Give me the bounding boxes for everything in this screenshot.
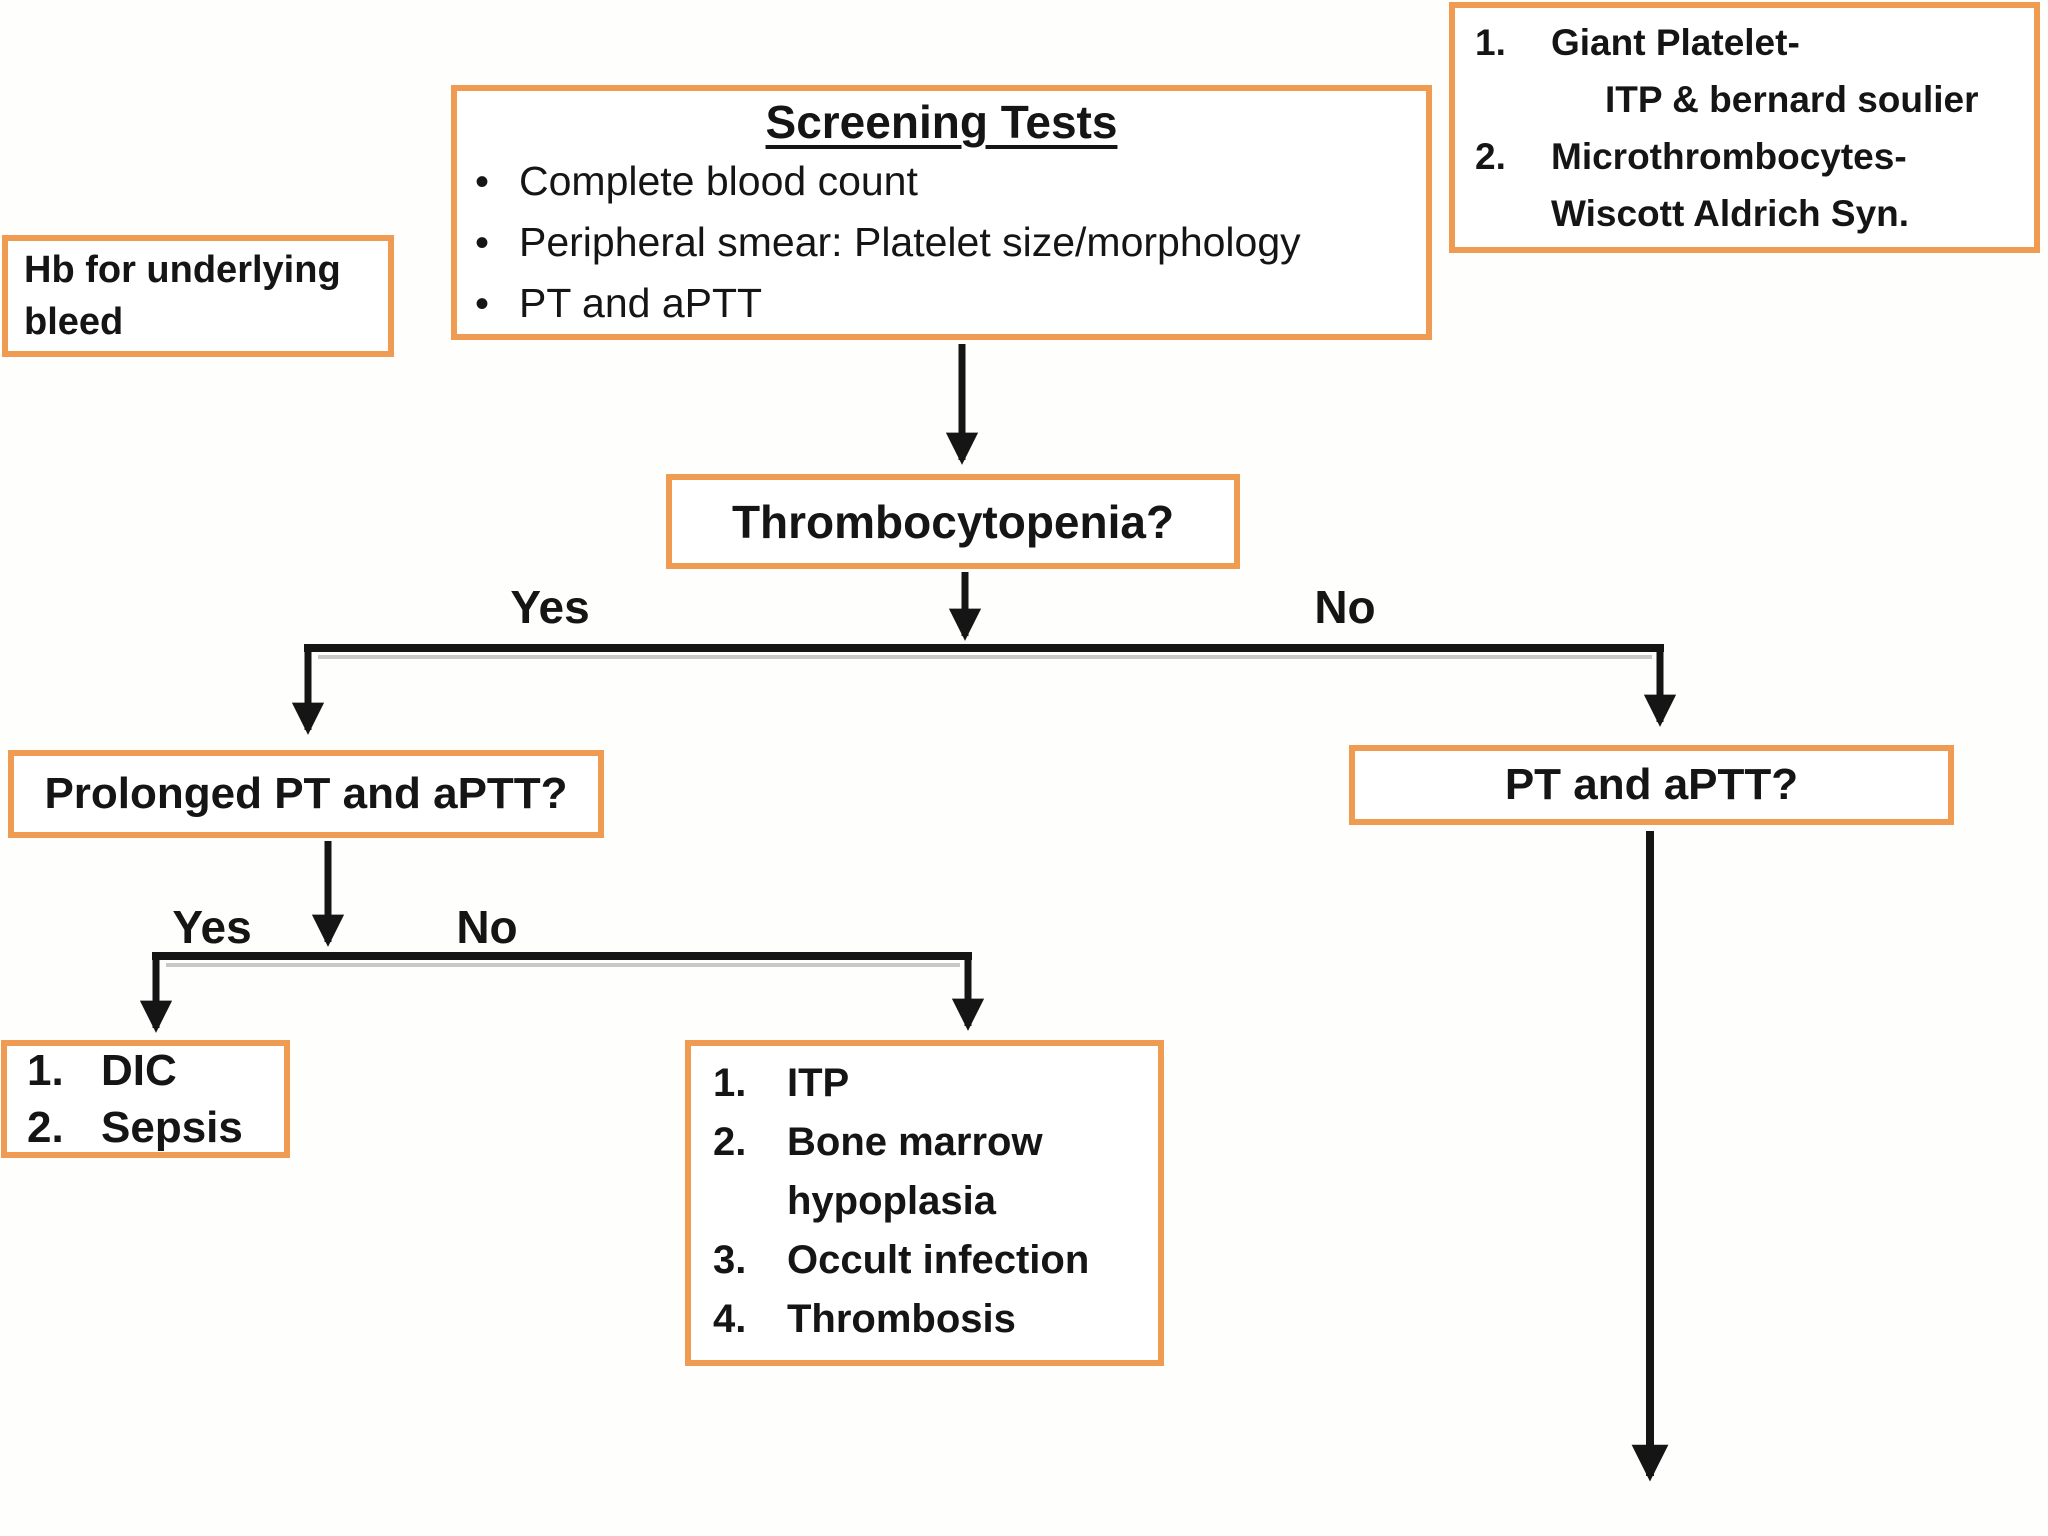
- note-line: Wiscott Aldrich Syn.: [1475, 185, 2034, 242]
- outcome-dic: DIC: [101, 1046, 177, 1095]
- branch2-no-label: No: [456, 901, 518, 953]
- list-number: 2.: [1475, 136, 1506, 177]
- screening-tests-title: Screening Tests: [765, 96, 1118, 148]
- bullet-icon: •: [475, 160, 490, 204]
- outcome-occult-infection: Occult infection: [787, 1238, 1090, 1282]
- note-microthrombocytes: Microthrombocytes-: [1551, 136, 1907, 177]
- screening-item-pt-aptt: PT and aPTT: [519, 280, 763, 326]
- dic-sepsis-outcome-box: 1. DIC 2. Sepsis: [1, 1040, 290, 1158]
- screening-item-row: • Complete blood count: [475, 151, 1408, 212]
- screening-item-row: • PT and aPTT: [475, 273, 1408, 334]
- bullet-icon: •: [475, 221, 490, 265]
- thrombocytopenia-decision-box: Thrombocytopenia?: [666, 474, 1240, 569]
- screening-item-row: • Peripheral smear: Platelet size/morpho…: [475, 212, 1408, 273]
- prolonged-pt-aptt-decision-box: Prolonged PT and aPTT?: [8, 750, 604, 838]
- outcome-itp: ITP: [787, 1061, 850, 1105]
- pt-aptt-label: PT and aPTT?: [1504, 760, 1799, 809]
- branch2-yes-label: Yes: [172, 901, 252, 953]
- branch1-no-label: No: [1314, 581, 1376, 633]
- hb-note-line2: bleed: [24, 301, 124, 343]
- outcome-line: 2. Bone marrow hypoplasia: [713, 1113, 1158, 1231]
- list-number: 1.: [27, 1046, 64, 1095]
- outcome-bone-marrow-hypoplasia: Bone marrow hypoplasia: [787, 1120, 1043, 1223]
- hb-underlying-bleed-box: Hb for underlying bleed: [2, 235, 394, 357]
- outcome-line: 4. Thrombosis: [713, 1290, 1158, 1349]
- note-line: ITP & bernard soulier: [1475, 71, 2034, 128]
- list-number: 3.: [713, 1238, 747, 1282]
- note-itp-bernard-soulier: ITP & bernard soulier: [1605, 79, 1979, 120]
- thrombocytopenia-label: Thrombocytopenia?: [731, 495, 1175, 548]
- outcome-line: 1. DIC: [27, 1042, 284, 1099]
- hb-note-line1: Hb for underlying: [24, 249, 341, 291]
- note-giant-platelet: Giant Platelet-: [1551, 22, 1800, 63]
- bullet-icon: •: [475, 282, 490, 326]
- note-line: 2. Microthrombocytes-: [1475, 128, 2034, 185]
- outcome-line: 3. Occult infection: [713, 1231, 1158, 1290]
- list-number: 4.: [713, 1297, 747, 1341]
- outcome-thrombosis: Thrombosis: [787, 1297, 1016, 1341]
- pt-aptt-decision-box: PT and aPTT?: [1349, 745, 1954, 825]
- note-wiscott-aldrich: Wiscott Aldrich Syn.: [1551, 193, 1910, 234]
- screening-item-cbc: Complete blood count: [519, 158, 918, 204]
- outcome-line: 2. Sepsis: [27, 1099, 284, 1156]
- list-number: 1.: [1475, 22, 1506, 63]
- note-line: 1. Giant Platelet-: [1475, 14, 2034, 71]
- list-number: 2.: [27, 1103, 64, 1152]
- platelet-morphology-note-box: 1. Giant Platelet- ITP & bernard soulier…: [1449, 2, 2040, 253]
- list-number: 1.: [713, 1061, 747, 1105]
- outcome-sepsis: Sepsis: [101, 1103, 243, 1152]
- outcome-line: 1. ITP: [713, 1054, 1158, 1113]
- branch1-yes-label: Yes: [510, 581, 590, 633]
- screening-tests-box: Screening Tests • Complete blood count •…: [451, 85, 1432, 340]
- itp-outcomes-box: 1. ITP 2. Bone marrow hypoplasia 3. Occu…: [685, 1040, 1164, 1366]
- prolonged-pt-aptt-label: Prolonged PT and aPTT?: [44, 769, 568, 818]
- list-number: 2.: [713, 1120, 747, 1164]
- screening-item-smear: Peripheral smear: Platelet size/morpholo…: [519, 219, 1301, 265]
